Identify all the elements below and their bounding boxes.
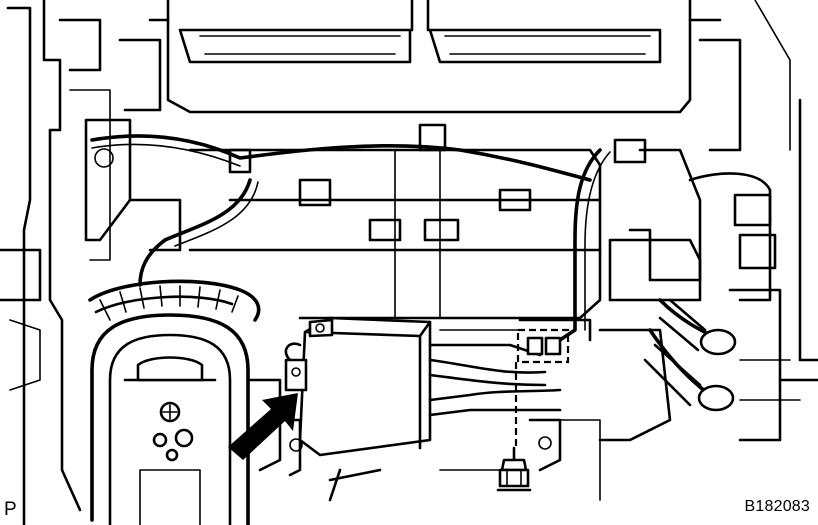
corner-mark: P [4,499,17,520]
right-assembly [598,98,818,442]
bolt-icon [496,446,532,492]
control-module [284,316,592,502]
lower-left-bracket [88,279,282,525]
lower-mount-bracket [278,418,601,501]
upper-housing [118,0,791,152]
figure-reference-code: B182083 [744,498,810,515]
dashed-detail-callout [514,328,570,450]
left-frame-structure [0,0,132,525]
center-panel [128,148,602,320]
arrow-icon [228,393,298,460]
upper-wire-harness [90,123,647,342]
